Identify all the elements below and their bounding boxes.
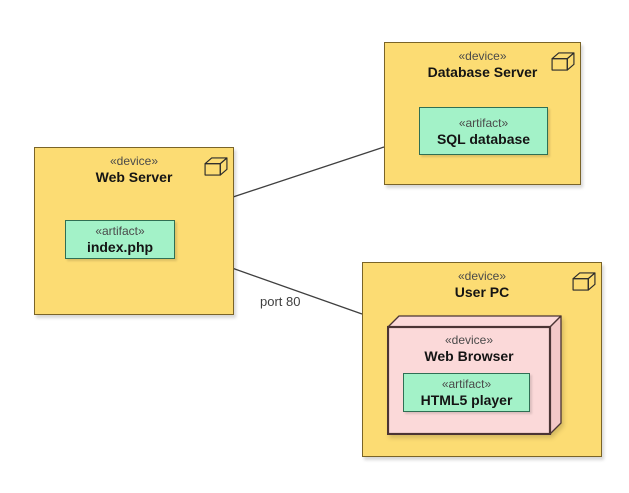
stereotype-label: «artifact» [458,116,509,130]
artifact-html5-player[interactable]: «artifact» HTML5 player [403,373,530,412]
stereotype-label: «device» [109,154,159,168]
node-user-pc[interactable]: «device» User PC «device» Web Browser «a… [362,262,602,457]
node-database-server[interactable]: «device» Database Server «artifact» SQL … [384,42,581,185]
connector-webserver-databaseserver [232,146,385,198]
artifact-index-php[interactable]: «artifact» index.php [65,220,175,259]
node-web-server[interactable]: «device» Web Server «artifact» index.php [34,147,234,315]
connection-label-port-80: port 80 [260,294,301,309]
device-cube-icon [551,52,575,71]
node-name: Web Browser [424,348,514,364]
node-name: Database Server [427,64,538,80]
device-cube-icon [204,157,228,176]
stereotype-label: «device» [444,333,494,347]
node-web-browser[interactable]: «device» Web Browser «artifact» HTML5 pl… [388,327,550,434]
stereotype-label: «artifact» [441,377,492,391]
artifact-name: HTML5 player [420,392,513,408]
node-name: User PC [454,284,510,300]
node-name: Web Server [95,169,173,185]
stereotype-label: «device» [457,269,507,283]
stereotype-label: «device» [458,49,507,63]
artifact-name: index.php [86,239,154,255]
device-cube-icon [572,272,596,291]
stereotype-label: «artifact» [95,224,145,238]
artifact-name: SQL database [436,131,531,147]
connector-webserver-userpc [231,267,363,315]
artifact-sql-database[interactable]: «artifact» SQL database [419,107,548,155]
